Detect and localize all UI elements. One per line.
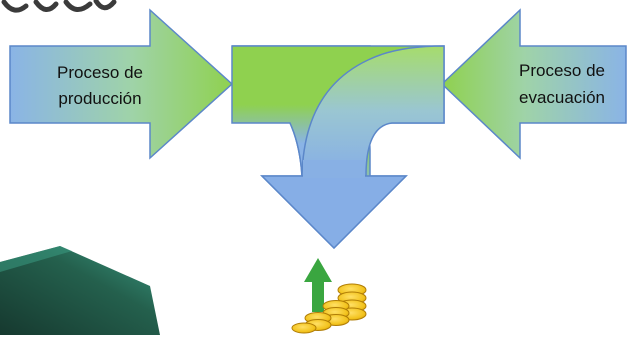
left-arrow-label-line1: Proceso de [57, 63, 143, 82]
left-arrow: Proceso de producción [9, 8, 234, 160]
right-arrow-label-line2: evacuación [519, 88, 605, 107]
merge-arrow [231, 45, 445, 250]
left-arrow-label-line2: producción [58, 89, 141, 108]
money-growth-icon [291, 258, 367, 334]
chain-links-icon [1, 0, 117, 13]
corner-band [0, 246, 160, 335]
right-arrow: Proceso de evacuación [440, 8, 627, 160]
right-arrow-label-line1: Proceso de [519, 61, 605, 80]
